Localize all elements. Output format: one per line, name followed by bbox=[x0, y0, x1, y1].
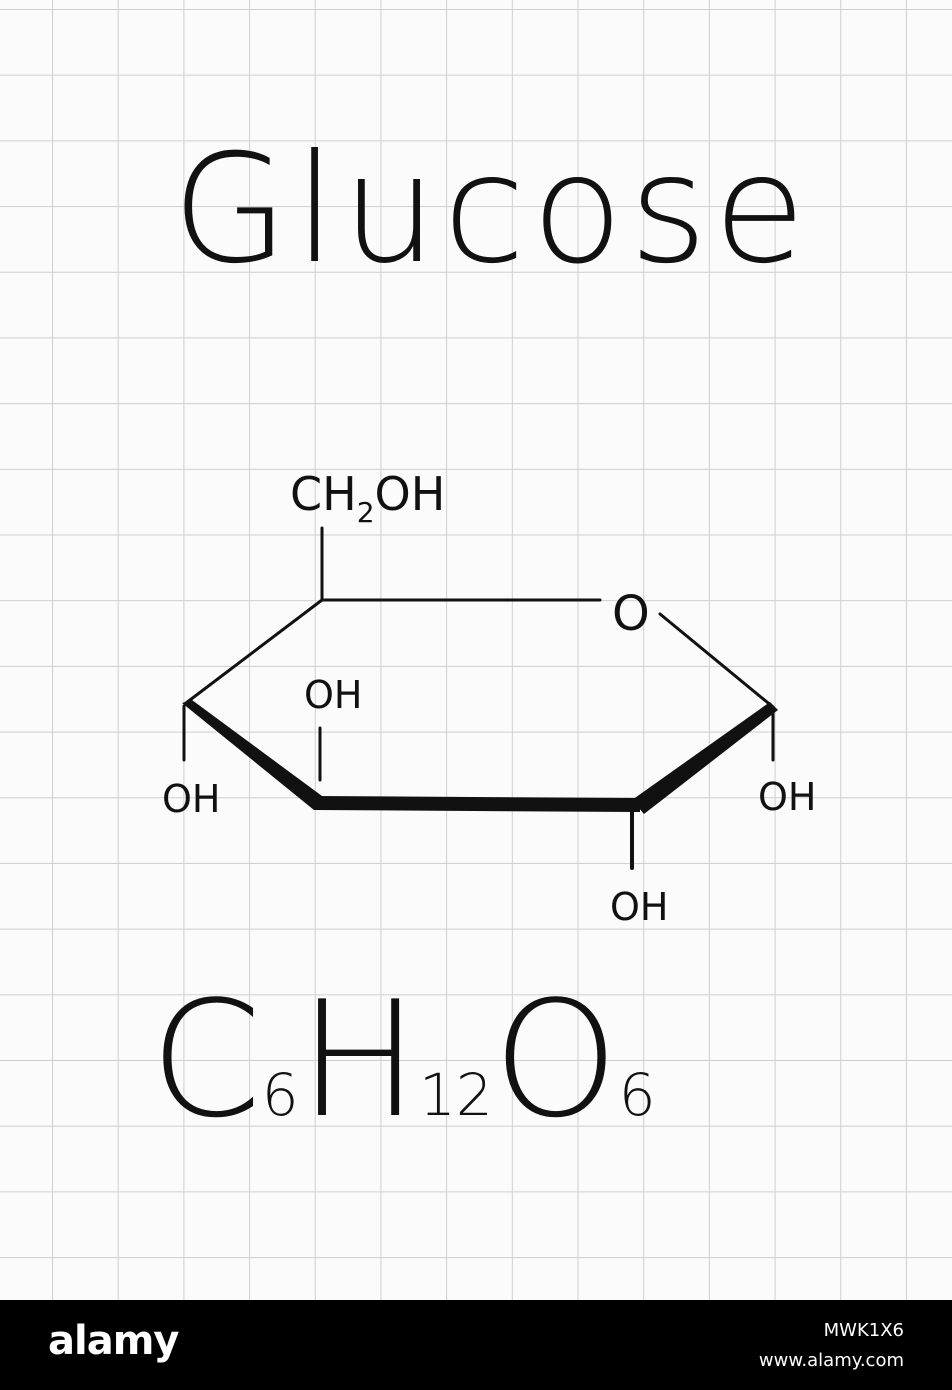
formula-count: 6 bbox=[618, 1061, 656, 1129]
label-ring-oxygen: O bbox=[612, 586, 650, 642]
watermark-footer: alamy MWK1X6 www.alamy.com bbox=[0, 1300, 952, 1390]
formula-count: 6 bbox=[261, 1061, 299, 1129]
formula-element: O bbox=[492, 966, 619, 1153]
formula-element: H bbox=[298, 966, 419, 1153]
bond-c5-c4 bbox=[184, 598, 324, 705]
bond-o-c1 bbox=[658, 612, 775, 709]
label-oh-c4: OH bbox=[162, 777, 220, 821]
label-oh-c2: OH bbox=[610, 885, 668, 929]
graph-paper-background: Glucose CH2OH O OH OH OH OH C6H12O6 bbox=[0, 0, 952, 1300]
formula-count: 12 bbox=[418, 1061, 493, 1129]
label-oh-c1: OH bbox=[758, 775, 816, 819]
page-title: Glucose bbox=[172, 123, 812, 297]
molecular-formula: C6H12O6 bbox=[150, 975, 656, 1145]
label-ch2oh: CH2OH bbox=[290, 467, 445, 529]
glucose-structure-diagram: CH2OH O OH OH OH OH bbox=[162, 467, 816, 929]
bond-c3-c2 bbox=[314, 796, 640, 812]
site-url: www.alamy.com bbox=[758, 1350, 904, 1371]
bond-c4-c3 bbox=[182, 700, 322, 810]
image-id: MWK1X6 bbox=[823, 1320, 904, 1341]
brand-logo: alamy bbox=[48, 1318, 179, 1364]
label-oh-c3: OH bbox=[304, 673, 362, 717]
bond-c2-c1 bbox=[632, 702, 778, 814]
formula-element: C bbox=[150, 966, 262, 1153]
